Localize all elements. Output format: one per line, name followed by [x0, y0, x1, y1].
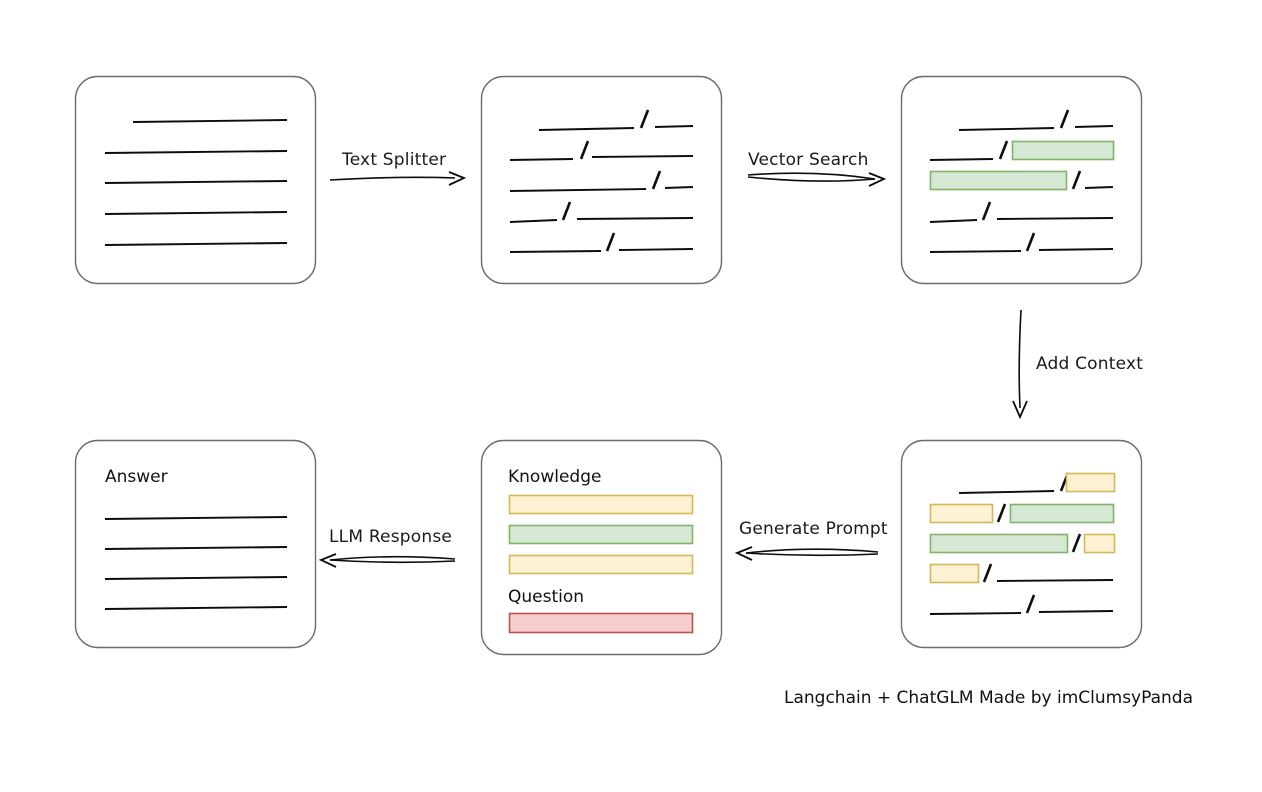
- slash-separator-icon: [982, 563, 993, 583]
- split-chunks-card[interactable]: [480, 75, 723, 285]
- arrow-add-context: Add Context: [1012, 309, 1143, 420]
- text-line: [104, 242, 288, 246]
- slash-separator-icon: [1025, 232, 1036, 252]
- arrow-head-right-icon: [868, 172, 887, 187]
- split-chunks-rows: [509, 109, 694, 253]
- arrow-shaft-second: [747, 176, 876, 182]
- slash-separator-icon: [579, 140, 590, 160]
- text-line: [132, 119, 288, 123]
- arrow-llm-response: LLM Response: [318, 527, 456, 568]
- arrow-label-add-context: Add Context: [1036, 354, 1143, 374]
- text-line: [104, 150, 288, 154]
- text-line: [929, 219, 978, 223]
- text-line: [509, 219, 558, 223]
- arrow-text-splitter: Text Splitter: [329, 150, 467, 186]
- text-line: [1074, 125, 1114, 128]
- chunk-chip-yellow[interactable]: [929, 563, 980, 584]
- arrow-shaft-second: [745, 552, 879, 557]
- arrow-shaft: [329, 555, 456, 561]
- node-matched-chunks[interactable]: [900, 75, 1143, 285]
- text-line: [104, 546, 288, 550]
- text-line: [618, 248, 694, 251]
- arrow-label-generate-prompt: Generate Prompt: [739, 519, 888, 539]
- chunk-chip-green[interactable]: [929, 533, 1069, 554]
- text-line: [996, 217, 1114, 220]
- slash-separator-icon: [561, 201, 572, 221]
- prompt-section-label-knowledge: Knowledge: [508, 467, 601, 487]
- slash-separator-icon: [1071, 170, 1082, 190]
- source-document-card[interactable]: [74, 75, 317, 285]
- text-line: [958, 127, 1055, 131]
- arrow-shaft: [747, 172, 876, 180]
- matched-chunks-rows: [929, 109, 1115, 253]
- text-line: [576, 217, 694, 220]
- text-line: [929, 250, 1022, 253]
- text-line: [958, 490, 1055, 494]
- arrow-vector-search: Vector Search: [747, 150, 887, 187]
- source-document-lines: [104, 119, 288, 246]
- node-source-document[interactable]: [74, 75, 317, 285]
- text-line: [929, 158, 994, 161]
- slash-separator-icon: [996, 503, 1007, 523]
- chunk-chip-green[interactable]: [1009, 503, 1115, 524]
- text-line: [654, 125, 694, 128]
- arrow-shaft-second: [329, 559, 456, 564]
- prompt-card[interactable]: [480, 439, 723, 656]
- node-prompt[interactable]: Knowledge Question: [480, 439, 723, 656]
- slash-separator-icon: [639, 109, 650, 129]
- answer-card[interactable]: [74, 439, 317, 649]
- slash-separator-icon: [651, 170, 662, 190]
- text-line: [104, 576, 288, 580]
- prompt-section-label-question: Question: [508, 587, 584, 607]
- slash-separator-icon: [1059, 109, 1070, 129]
- context-chunks-rows: [929, 472, 1116, 615]
- text-line: [664, 186, 694, 189]
- slash-separator-icon: [605, 232, 616, 252]
- text-line: [509, 158, 574, 161]
- node-answer[interactable]: Answer: [74, 439, 317, 649]
- arrow-shaft: [329, 176, 456, 181]
- chunk-chip-green[interactable]: [929, 170, 1068, 191]
- slash-separator-icon: [981, 201, 992, 221]
- question-bar-red[interactable]: [508, 612, 694, 634]
- text-line: [1038, 610, 1114, 613]
- text-line: [104, 606, 288, 610]
- knowledge-bar-green[interactable]: [508, 524, 694, 545]
- arrow-label-llm-response: LLM Response: [329, 527, 452, 547]
- arrow-shaft: [745, 548, 879, 554]
- text-line: [1038, 248, 1114, 251]
- arrow-head-left-icon: [318, 553, 337, 568]
- text-line: [538, 127, 635, 131]
- chunk-chip-yellow[interactable]: [929, 503, 994, 524]
- slash-separator-icon: [1025, 594, 1036, 614]
- knowledge-bar-yellow[interactable]: [508, 554, 694, 575]
- arrow-head-left-icon: [734, 546, 753, 561]
- chunk-chip-green[interactable]: [1011, 140, 1115, 161]
- chunk-chip-yellow[interactable]: [1083, 533, 1116, 554]
- chunk-chip-yellow[interactable]: [1065, 472, 1116, 493]
- arrow-shaft: [1018, 309, 1022, 409]
- slash-separator-icon: [998, 140, 1009, 160]
- answer-heading: Answer: [105, 467, 168, 487]
- text-line: [104, 180, 288, 184]
- arrow-generate-prompt: Generate Prompt: [734, 519, 888, 561]
- arrow-head-down-icon: [1012, 400, 1028, 420]
- arrow-label-vector-search: Vector Search: [748, 150, 869, 170]
- node-split-chunks[interactable]: [480, 75, 723, 285]
- arrow-label-text-splitter: Text Splitter: [341, 150, 446, 170]
- knowledge-bar-yellow[interactable]: [508, 494, 694, 515]
- text-line: [929, 612, 1022, 615]
- arrow-head-right-icon: [448, 171, 467, 186]
- text-line: [509, 250, 602, 253]
- text-line: [1084, 186, 1114, 189]
- answer-lines: [104, 516, 288, 610]
- text-line: [996, 579, 1114, 582]
- node-context-chunks[interactable]: [900, 439, 1143, 649]
- text-line: [104, 211, 288, 215]
- text-line: [591, 155, 694, 158]
- diagram-caption: Langchain + ChatGLM Made by imClumsyPand…: [784, 688, 1193, 708]
- text-line: [104, 516, 288, 520]
- text-line: [509, 188, 647, 192]
- slash-separator-icon: [1071, 533, 1082, 553]
